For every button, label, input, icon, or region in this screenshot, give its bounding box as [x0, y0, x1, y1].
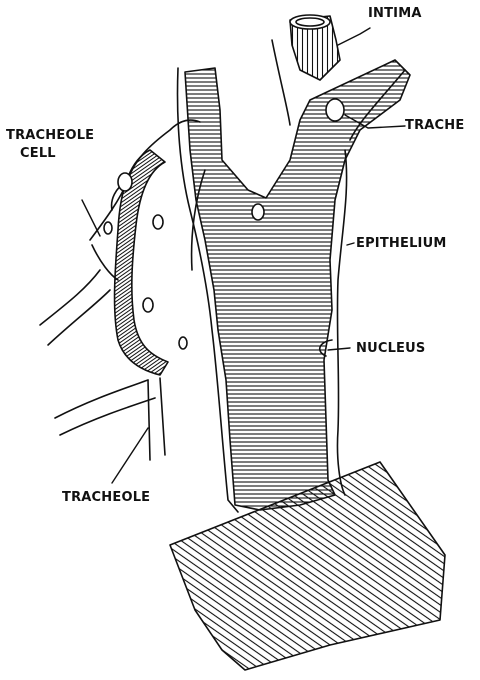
label-tracheole-cell-line1: TRACHEOLE: [6, 128, 94, 144]
nucleus-oval: [252, 204, 264, 220]
basal-tube: [170, 462, 445, 670]
label-epithelium: EPITHELIUM: [356, 236, 447, 252]
nucleus-oval: [326, 99, 344, 121]
tracheole-cell-leader: [82, 200, 100, 236]
label-trachea: TRACHE: [405, 118, 464, 134]
label-tracheole: TRACHEOLE: [62, 490, 150, 506]
label-tracheole-cell-line2: CELL: [20, 146, 56, 162]
tracheole-cell-membrane: [90, 120, 200, 280]
epithelium-leader: [347, 243, 354, 245]
label-intima: INTIMA: [368, 6, 422, 22]
tracheole-nucleus: [104, 222, 112, 234]
tracheole-nucleus: [118, 173, 132, 191]
tracheole-nucleus: [179, 337, 187, 349]
intima-leader: [338, 28, 370, 45]
label-nucleus: NUCLEUS: [356, 341, 425, 357]
tracheole-leader: [112, 428, 148, 483]
tracheole-nucleus: [143, 298, 153, 312]
nucleus-leader: [328, 348, 350, 350]
tracheole-nucleus: [153, 215, 163, 229]
